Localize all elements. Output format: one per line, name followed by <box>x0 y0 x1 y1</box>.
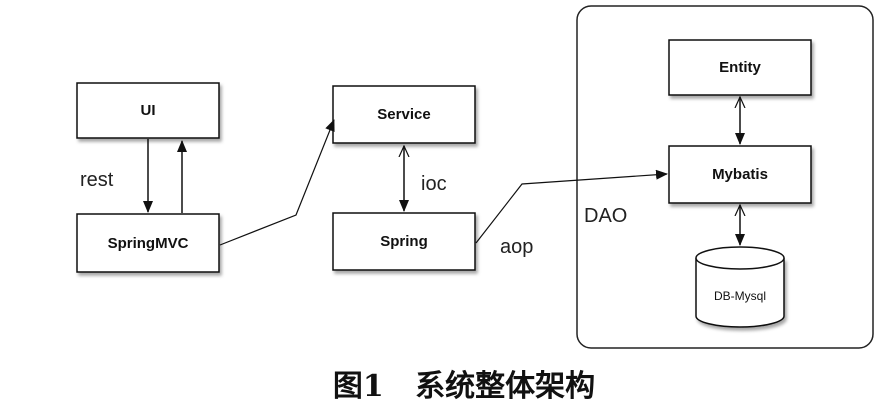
springmvc-node: SpringMVC <box>76 213 220 273</box>
ui-node-label: UI <box>141 102 156 119</box>
service-node-label: Service <box>377 106 430 123</box>
db-mysql-node-label: DB-Mysql <box>714 289 766 303</box>
rest-label: rest <box>80 169 114 191</box>
springmvc-node-label: SpringMVC <box>108 235 189 252</box>
entity-node: Entity <box>668 39 812 96</box>
dao-label: DAO <box>584 205 627 227</box>
figure-caption: 图1 系统整体架构 <box>333 369 595 404</box>
entity-node-label: Entity <box>719 59 761 76</box>
edge-springmvc-to-service <box>219 119 335 246</box>
service-node: Service <box>332 85 476 144</box>
spring-node: Spring <box>332 212 476 271</box>
ui-node: UI <box>76 82 220 139</box>
mybatis-node-label: Mybatis <box>712 166 768 183</box>
aop-label: aop <box>500 236 533 258</box>
edge-spring-to-mybatis <box>475 169 668 244</box>
ioc-label: ioc <box>421 173 447 195</box>
db-mysql-node: DB-Mysql <box>695 246 785 328</box>
mybatis-node: Mybatis <box>668 145 812 204</box>
spring-node-label: Spring <box>380 233 428 250</box>
